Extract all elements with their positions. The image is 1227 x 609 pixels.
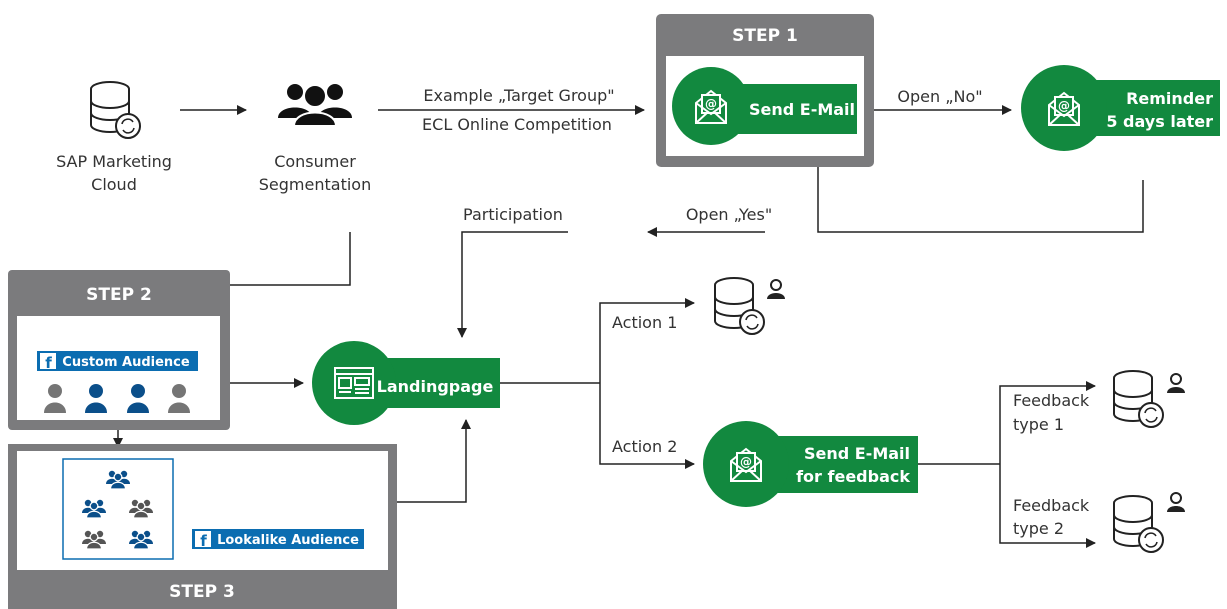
reminder-label-line2: 5 days later <box>1106 112 1213 131</box>
line-segmentation-to-step2 <box>229 232 351 286</box>
target-group-label: Example „Target Group" <box>423 86 614 105</box>
facebook-logo-icon <box>195 531 211 547</box>
step1-panel: STEP 1 Send E-Mail <box>656 14 874 167</box>
feedback2-label-line1: Feedback <box>1013 496 1090 515</box>
action1-label: Action 1 <box>612 313 677 332</box>
action2-label: Action 2 <box>612 437 677 456</box>
feedback1-label-line2: type 1 <box>1013 415 1064 434</box>
feedback-email-node: Send E-Mail for feedback <box>703 421 918 507</box>
sap-label-line2: Cloud <box>91 175 137 194</box>
arrow-action2 <box>599 383 695 469</box>
feedback1-database <box>1113 370 1186 428</box>
open-no-label: Open „No" <box>897 87 982 106</box>
landingpage-node: Landingpage <box>312 341 500 425</box>
lookalike-audience-label: Lookalike Audience <box>217 533 359 548</box>
database-sync-icon <box>1113 370 1164 428</box>
action1-database <box>714 277 786 335</box>
arrow-feedback1 <box>999 381 1096 464</box>
arrow-participation <box>457 231 568 338</box>
feedback1-label-line1: Feedback <box>1013 391 1090 410</box>
step3-title: STEP 3 <box>169 582 235 602</box>
competition-label: ECL Online Competition <box>422 115 612 134</box>
segmentation-label-line2: Segmentation <box>259 175 371 194</box>
participation-label: Participation <box>463 205 563 224</box>
landingpage-label: Landingpage <box>377 377 494 396</box>
browser-window-icon <box>334 367 374 399</box>
reminder-label-line1: Reminder <box>1126 89 1213 108</box>
database-sync-icon <box>714 277 765 335</box>
user-icon <box>766 279 786 300</box>
sap-label-line1: SAP Marketing <box>56 152 172 171</box>
sap-marketing-cloud-node: SAP Marketing Cloud <box>56 81 172 194</box>
segmentation-label-line1: Consumer <box>274 152 356 171</box>
arrow-reminder-loop <box>813 139 1144 233</box>
svg-text:f: f <box>45 354 52 372</box>
arrow-action1 <box>599 298 695 383</box>
consumer-segmentation-node: Consumer Segmentation <box>259 84 371 194</box>
feedback-email-label-line1: Send E-Mail <box>804 444 910 463</box>
connectors <box>113 105 1144 548</box>
user-icon <box>1166 492 1186 513</box>
user-icon <box>1166 373 1186 394</box>
custom-audience-badge: f Custom Audience <box>37 351 198 372</box>
people-group-icon <box>278 84 352 127</box>
send-email-label: Send E-Mail <box>749 100 855 119</box>
reminder-node: Reminder 5 days later <box>1021 65 1220 151</box>
database-sync-icon <box>1113 495 1164 553</box>
feedback2-label-line2: type 2 <box>1013 519 1064 538</box>
feedback-email-label-line2: for feedback <box>796 467 910 486</box>
svg-text:f: f <box>200 532 207 550</box>
step1-title: STEP 1 <box>732 26 798 46</box>
lookalike-audience-badge: f Lookalike Audience <box>192 529 364 550</box>
custom-audience-label: Custom Audience <box>62 355 190 370</box>
step3-panel: STEP 3 f Lookalike Audience <box>8 444 397 609</box>
step2-title: STEP 2 <box>86 285 152 305</box>
database-sync-icon <box>90 81 141 139</box>
feedback2-database <box>1113 492 1186 553</box>
step2-panel: STEP 2 f Custom Audience <box>8 270 230 430</box>
arrow-feedback2 <box>999 464 1096 548</box>
open-yes-label: Open „Yes" <box>686 205 772 224</box>
facebook-logo-icon <box>40 353 56 369</box>
